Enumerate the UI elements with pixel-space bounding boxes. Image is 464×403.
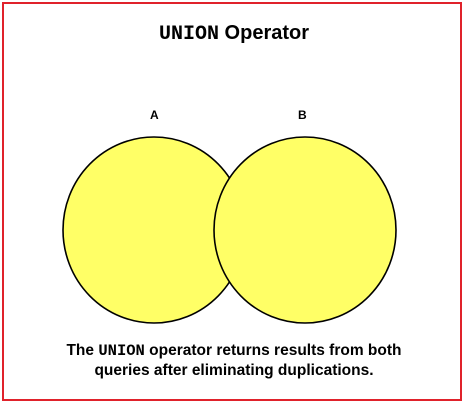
caption-keyword: UNION (98, 342, 145, 360)
set-b-label: B (298, 108, 307, 122)
title-text: Operator (218, 22, 310, 44)
caption-suffix: operator returns results from both (144, 342, 402, 359)
caption-line-2: queries after eliminating duplications. (94, 362, 374, 379)
caption-line-1: The UNION operator returns results from … (4, 341, 464, 361)
diagram-caption: The UNION operator returns results from … (4, 341, 464, 381)
set-a-label: A (150, 108, 159, 122)
diagram-title: UNION Operator (4, 22, 464, 46)
venn-diagram (62, 136, 397, 324)
set-b-circle (213, 136, 397, 324)
title-keyword: UNION (158, 23, 219, 46)
caption-prefix: The (66, 342, 99, 359)
